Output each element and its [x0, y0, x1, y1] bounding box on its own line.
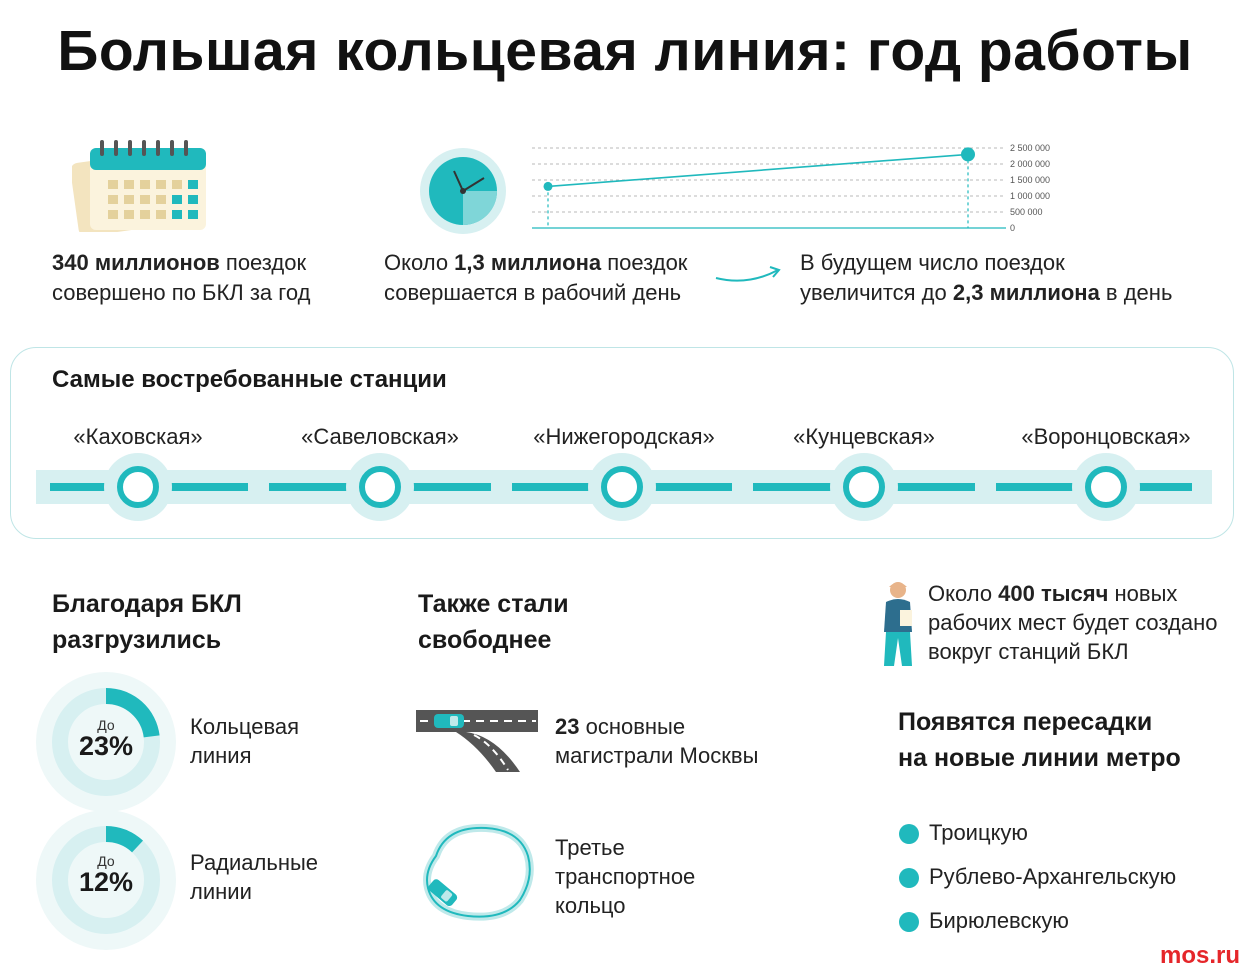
station-marker-kakhovskaya — [104, 453, 172, 521]
brand-logo: mos.ru — [1160, 942, 1241, 969]
jobs-text1: новых — [1108, 581, 1178, 606]
ring-road-line1: Третье — [555, 835, 625, 860]
chart-point — [961, 147, 975, 162]
chart-y-tick-label: 500 000 — [1010, 207, 1043, 217]
stat-trips-year-text1: поездок — [219, 250, 307, 275]
stat-daily-text1: поездок — [601, 250, 688, 275]
station-marker-savelovskaya — [346, 453, 414, 521]
chart-y-tick-label: 0 — [1010, 223, 1015, 233]
transfers-heading: Появятся пересадки на новые линии метро — [898, 704, 1181, 776]
page-title: Большая кольцевая линия: год работы — [57, 19, 1193, 83]
trips-line-chart: 2 500 000 2 000 000 1 500 000 1 000 000 500 … — [532, 143, 1050, 233]
roads-count: 23 — [555, 714, 580, 739]
station-label-kuntsevskaya: «Кунцевская» — [793, 424, 935, 449]
radial-lines-label-line2: линии — [190, 879, 252, 904]
road-junction-icon — [416, 710, 538, 772]
unloaded-heading-line1: Благодаря БКЛ — [52, 590, 242, 618]
ring-line-label-line1: Кольцевая — [190, 714, 300, 739]
ring-line-label-line2: линия — [190, 743, 252, 768]
stat-future-value: 2,3 миллиона — [952, 280, 1100, 305]
chart-y-tick-label: 1 500 000 — [1010, 175, 1050, 185]
clock-icon — [420, 148, 506, 234]
chart-y-tick-label: 1 000 000 — [1010, 191, 1050, 201]
transfer-line-biryulevskaya: Бирюлевскую — [929, 908, 1069, 933]
freer-heading: Также стали свободнее — [418, 586, 569, 658]
transfers-heading-line1: Появятся пересадки — [898, 708, 1153, 736]
stat-daily-pre: Около — [384, 250, 455, 275]
stat-future-text2: в день — [1099, 280, 1173, 305]
transfer-line-troitskaya: Троицкую — [929, 820, 1028, 845]
transfer-line-rublevo: Рублево-Архангельскую — [929, 864, 1177, 889]
station-marker-nizhegorodskaya — [588, 453, 656, 521]
donut-radial-lines-value: 12% — [78, 867, 134, 897]
metro-line-diagram — [36, 453, 1212, 521]
station-label-nizhegorodskaya: «Нижегородская» — [533, 424, 715, 449]
chart-y-tick-label: 2 500 000 — [1010, 143, 1050, 153]
donut-ring-line-value: 23% — [78, 731, 134, 761]
chart-point — [543, 181, 553, 191]
unloaded-heading: Благодаря БКЛ разгрузились — [52, 586, 242, 658]
donut-radial-lines — [36, 810, 176, 950]
unloaded-heading-line2: разгрузились — [52, 626, 222, 654]
worker-icon — [884, 582, 912, 666]
jobs-text2: рабочих мест будет создано — [928, 610, 1218, 635]
donut-ring-line-pre: До — [97, 717, 115, 733]
stat-daily-trips: Около 1,3 миллиона поездок совершается в… — [384, 248, 687, 308]
stat-trips-year: 340 миллионов поездок совершено по БКЛ з… — [52, 248, 310, 308]
station-marker-kuntsevskaya — [830, 453, 898, 521]
chart-series-line — [547, 153, 969, 188]
roads-text: 23 основные магистрали Москвы — [555, 712, 758, 770]
calendar-icon — [72, 140, 206, 232]
freer-heading-line2: свободнее — [418, 626, 552, 654]
stat-daily-text2: совершается в рабочий день — [384, 280, 682, 305]
station-label-kakhovskaya: «Каховская» — [73, 424, 203, 449]
ring-road-line2: транспортное — [555, 864, 696, 889]
stat-future-pre: увеличится до — [800, 280, 953, 305]
arrow-right-icon — [715, 266, 781, 282]
donut-ring-line — [36, 672, 176, 812]
stat-future-trips: В будущем число поездок увеличится до 2,… — [800, 248, 1172, 308]
jobs-pre: Около — [928, 581, 999, 606]
donut-radial-lines-pre: До — [97, 853, 115, 869]
freer-heading-line1: Также стали — [418, 590, 569, 618]
top-stations-panel — [10, 347, 1234, 539]
ring-road-text: Третье транспортное кольцо — [555, 833, 695, 920]
transfers-heading-line2: на новые линии метро — [898, 744, 1181, 772]
chart-y-tick-label: 2 000 000 — [1010, 159, 1050, 169]
car-icon — [428, 879, 458, 907]
ring-road-icon — [423, 823, 534, 921]
donut-radial-lines-label: Радиальные линии — [190, 848, 318, 906]
stat-trips-year-value: 340 миллионов — [52, 250, 220, 275]
transfer-bullet — [899, 912, 919, 932]
transfer-bullet — [899, 824, 919, 844]
car-icon — [434, 714, 464, 728]
station-marker-vorontsovskaya — [1072, 453, 1140, 521]
transfer-bullet — [899, 868, 919, 888]
radial-lines-label-line1: Радиальные — [190, 850, 319, 875]
jobs-text3: вокруг станций БКЛ — [928, 639, 1129, 664]
top-stations-title: Самые востребованные станции — [52, 366, 447, 393]
stat-future-text1: В будущем число поездок — [800, 250, 1065, 275]
donut-ring-line-label: Кольцевая линия — [190, 712, 299, 770]
station-label-vorontsovskaya: «Воронцовская» — [1021, 424, 1191, 449]
jobs-value: 400 тысяч — [998, 581, 1109, 606]
stat-trips-year-text2: совершено по БКЛ за год — [52, 280, 311, 305]
ring-road-line3: кольцо — [555, 893, 626, 918]
stat-daily-value: 1,3 миллиона — [454, 250, 602, 275]
roads-text2: магистрали Москвы — [555, 743, 759, 768]
station-label-savelovskaya: «Савеловская» — [301, 424, 459, 449]
roads-text1: основные — [579, 714, 686, 739]
jobs-text: Около 400 тысяч новых рабочих мест будет… — [928, 579, 1217, 666]
